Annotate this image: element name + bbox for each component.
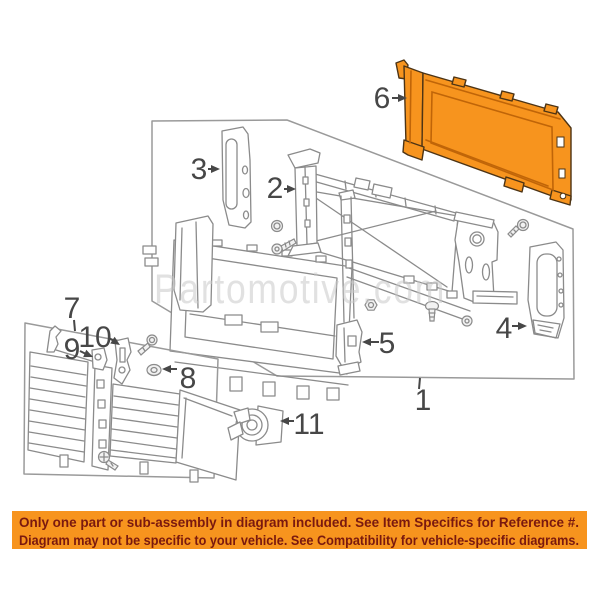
support-part-5 — [335, 319, 363, 376]
callout-8: 8 — [162, 362, 196, 395]
screw-near-part-10 — [137, 334, 158, 356]
nut-part-8 — [146, 363, 162, 377]
svg-text:6: 6 — [374, 82, 391, 115]
svg-text:10: 10 — [78, 321, 111, 354]
svg-text:7: 7 — [64, 292, 81, 325]
main-diagram-box — [151, 119, 575, 380]
shutter-diagram-box — [23, 322, 219, 479]
warning-banner-line1: Only one part or sub-assembly in diagram… — [19, 514, 579, 530]
fastener-bolt-upper — [271, 238, 297, 255]
callout-10: 10 — [78, 321, 120, 354]
callout-2: 2 — [267, 172, 296, 205]
svg-text:8: 8 — [180, 362, 197, 395]
fastener-nut-center — [364, 299, 378, 311]
callout-11: 11 — [280, 408, 325, 441]
fastener-bolt-right — [507, 218, 530, 238]
bracket-part-2 — [287, 148, 322, 257]
svg-text:3: 3 — [191, 153, 208, 186]
bracket-part-9 — [91, 347, 108, 371]
watermark-text: Partomotive.com — [154, 265, 446, 312]
callout-5: 5 — [362, 327, 395, 360]
callout-1: 1 — [415, 377, 432, 417]
callout-3: 3 — [191, 153, 220, 186]
callout-9: 9 — [64, 333, 93, 366]
callout-7: 7 — [64, 292, 81, 332]
callout-6: 6 — [374, 82, 407, 115]
radiator-support-part-1 — [142, 168, 518, 401]
callout-4: 4 — [496, 312, 527, 345]
svg-text:9: 9 — [64, 333, 81, 366]
bracket-part-4 — [527, 241, 565, 339]
screw-shutter-bottom — [97, 450, 119, 471]
svg-text:11: 11 — [293, 408, 324, 441]
bracket-part-3 — [221, 126, 252, 229]
bracket-part-10 — [113, 337, 132, 385]
fastener-nut-right — [461, 315, 473, 327]
warning-banner-line2: Diagram may not be specific to your vehi… — [19, 532, 579, 548]
fastener-screw-center — [424, 300, 440, 322]
svg-text:1: 1 — [415, 384, 432, 417]
warning-banner: Only one part or sub-assembly in diagram… — [12, 511, 587, 549]
fastener-nut-upper — [270, 219, 284, 233]
svg-text:5: 5 — [379, 327, 396, 360]
highlighted-part-6 — [395, 59, 572, 206]
callouts: 1 2 3 4 5 6 7 — [64, 82, 527, 441]
svg-text:4: 4 — [496, 312, 513, 345]
shutter-part-7 — [27, 325, 241, 483]
svg-text:2: 2 — [267, 172, 284, 205]
warning-banner-background — [12, 511, 587, 549]
sensor-part-11 — [227, 405, 284, 446]
